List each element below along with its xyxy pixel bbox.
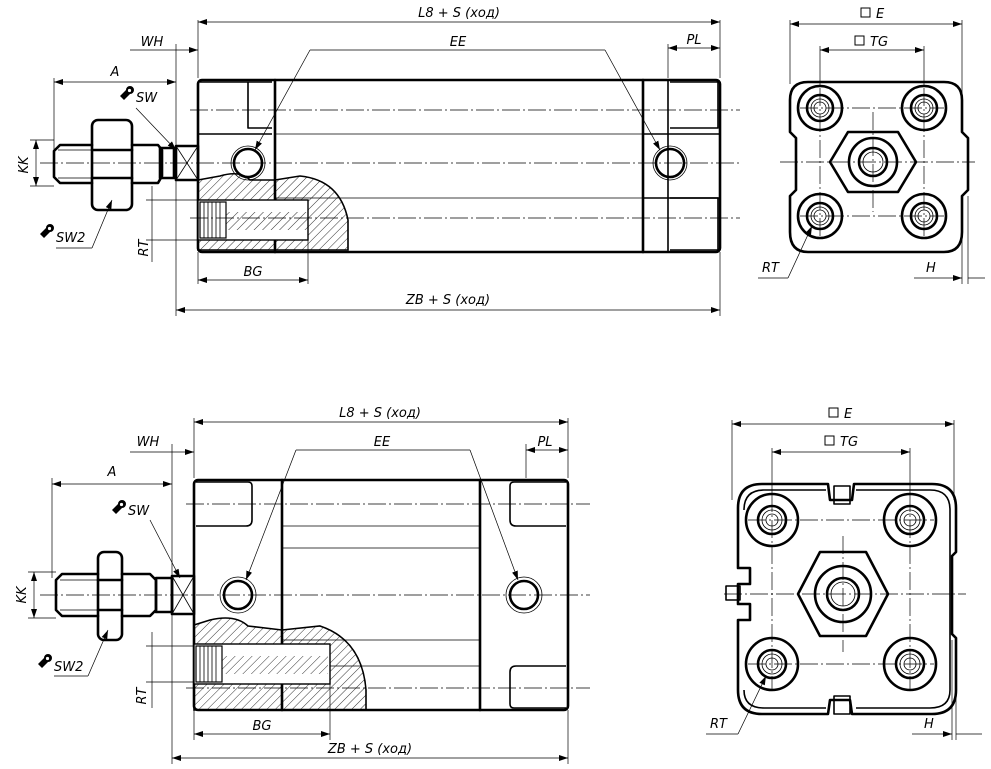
square-symbol-icon [824,435,835,446]
dim-label-tg: TG [840,435,858,450]
dim-label-zb: ZB + S (ход) [327,742,412,757]
top-side-view [40,78,740,254]
rod-nut [90,118,134,212]
wrench-icon [120,86,134,100]
rod-nut [96,550,124,642]
bottom-end-view [724,482,966,716]
bottom-side-view [40,478,590,712]
dim-label-a: A [107,465,117,480]
dim-label-bg: BG [253,719,272,734]
square-symbol-icon [860,7,871,18]
dim-label-zb: ZB + S (ход) [405,293,490,308]
dim-label-sw: SW [136,91,158,106]
dim-label-rt: RT [710,717,728,732]
dim-label-wh: WH [137,435,160,450]
dim-label-ee: EE [450,35,467,50]
dim-label-sw2: SW2 [56,231,85,246]
top-end-view [780,80,975,254]
dim-label-kk: KK [15,585,30,604]
top-end-dimensions: E TG RT H [758,7,985,284]
dim-label-rt: RT [137,238,152,256]
dim-label-ee: EE [374,435,391,450]
top-side-dimensions: L8 + S (ход) EE PL WH A SW KK SW2 RT BG [17,6,721,316]
dim-label-pl: PL [537,435,552,450]
dim-label-kk: KK [17,155,32,174]
dim-label-e: E [844,407,853,422]
wrench-icon [40,224,54,238]
dim-label-wh: WH [141,35,164,50]
dim-label-pl: PL [686,33,701,48]
dim-label-a: A [110,65,120,80]
dim-label-sw: SW [128,504,150,519]
dim-label-l8: L8 + S (ход) [339,406,421,421]
dim-label-h: H [926,261,936,276]
dim-label-l8: L8 + S (ход) [418,6,500,21]
dim-label-sw2: SW2 [54,660,83,675]
wrench-icon [112,500,126,514]
bottom-end-dimensions: E TG RT H [706,407,982,740]
square-symbol-icon [854,35,865,46]
bottom-side-dimensions: L8 + S (ход) EE PL WH A SW KK SW2 RT BG [15,406,569,764]
wrench-icon [38,654,52,668]
rod-hex [828,130,918,194]
dim-label-e: E [876,7,885,22]
dim-label-tg: TG [870,35,888,50]
square-symbol-icon [828,407,839,418]
dim-label-h: H [924,717,934,732]
dim-label-rt: RT [762,261,780,276]
dim-label-bg: BG [244,265,263,280]
dim-label-rt: RT [135,686,150,704]
